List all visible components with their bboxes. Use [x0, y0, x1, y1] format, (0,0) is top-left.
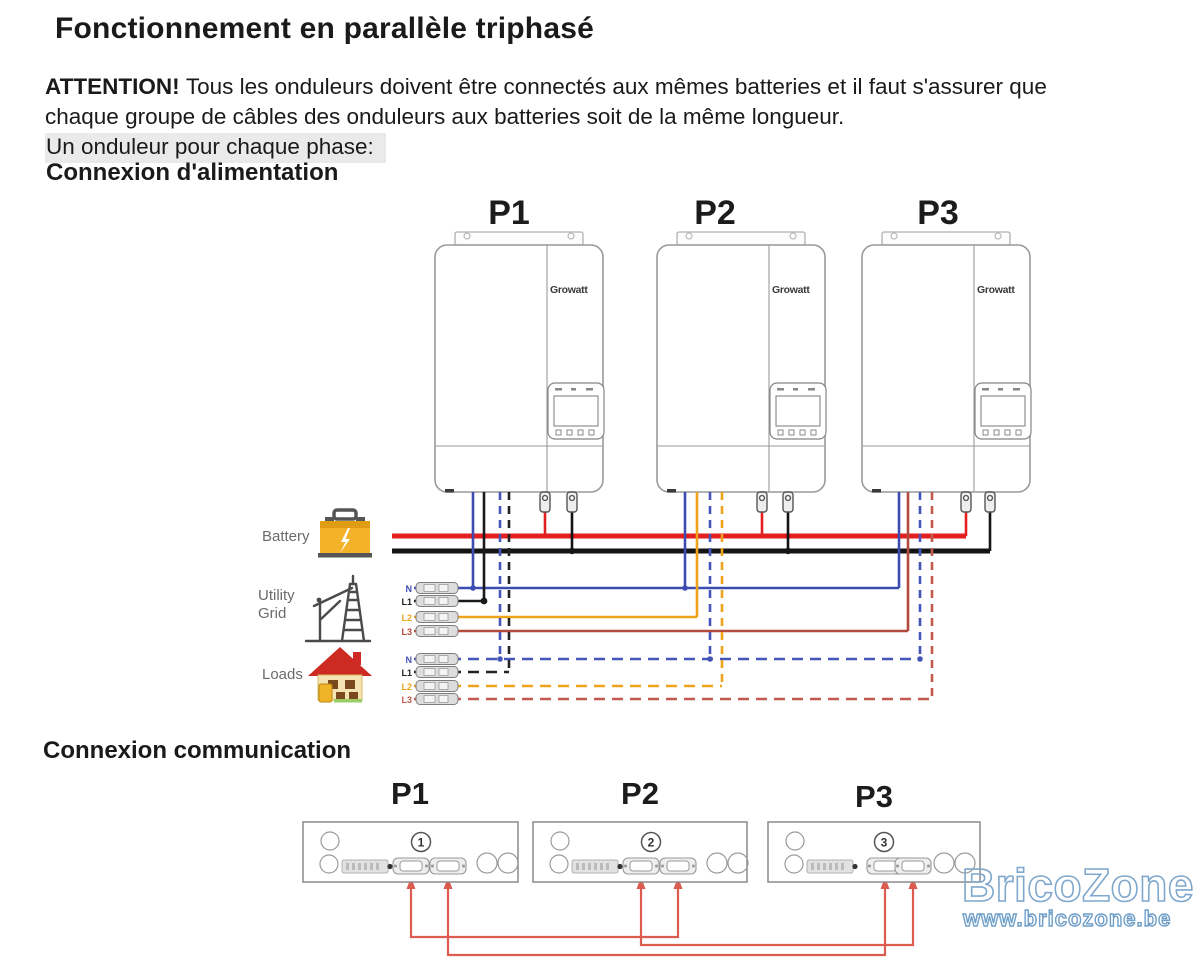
power-section-heading: Connexion d'alimentation	[46, 159, 339, 186]
inverter-unit-p3: Growatt	[861, 231, 1032, 493]
battery-cables	[539, 491, 996, 551]
comm-cable-arrows	[406, 877, 918, 889]
load-l2-label: L2	[401, 682, 412, 692]
loads-house-icon	[308, 647, 372, 703]
load-l3-label: L3	[401, 695, 412, 705]
grid-l3-label: L3	[401, 627, 412, 637]
utility-grid-icon	[304, 574, 372, 643]
load-l1-label: L1	[401, 668, 412, 678]
port-number: 2	[648, 836, 655, 850]
utility-grid-label-line2: Grid	[258, 605, 286, 622]
db9-connector	[429, 857, 467, 875]
growatt-logo: Growatt	[977, 284, 1015, 296]
growatt-logo: Growatt	[772, 284, 810, 296]
battery-label: Battery	[262, 528, 310, 545]
power-inverter-1-title: P1	[488, 194, 530, 232]
lcd-panel	[547, 382, 605, 440]
grid-n-label: N	[406, 584, 413, 594]
page-title: Fonctionnement en parallèle triphasé	[55, 12, 594, 45]
inverter-unit-p2: Growatt	[656, 231, 827, 493]
db9-connector	[392, 857, 430, 875]
comm-cable-p2-p3	[639, 880, 915, 947]
warning-paragraph-line1: ATTENTION! Tous les onduleurs doivent êt…	[45, 74, 1047, 100]
load-wires	[414, 492, 934, 701]
comm-section-heading: Connexion communication	[43, 737, 352, 764]
watermark: BricoZone www.bricozone.be	[961, 858, 1194, 932]
warning-paragraph-line2: chaque groupe de câbles des onduleurs au…	[45, 104, 845, 129]
wire-labels: N L1 L2 L3 N L1 L2 L3	[401, 584, 412, 705]
port-number: 1	[418, 836, 425, 850]
lcd-panel	[974, 382, 1032, 440]
comm-panel-p1: 1	[302, 821, 519, 883]
comm-cables	[409, 880, 915, 957]
grid-wires	[414, 492, 910, 633]
comm-unit-2-title: P2	[621, 776, 659, 811]
highlighted-note: Un onduleur pour chaque phase:	[45, 133, 386, 163]
comm-panel-p3: 3	[767, 821, 981, 883]
db9-connector	[622, 857, 660, 875]
power-inverter-3-title: P3	[917, 194, 959, 232]
grid-l2-wire	[414, 492, 699, 619]
comm-cable-p1-p2	[409, 880, 680, 939]
port-number: 3	[881, 836, 888, 850]
watermark-url: www.bricozone.be	[962, 906, 1171, 931]
db9-connector	[894, 857, 932, 875]
battery-icon	[318, 508, 372, 558]
db9-connector	[659, 857, 697, 875]
grid-neutral-wire	[414, 492, 901, 590]
inverter-unit-p1: Growatt	[434, 231, 605, 493]
comm-diagram: P1 P2 P3 1	[302, 776, 981, 957]
warning-label: ATTENTION!	[45, 74, 180, 99]
comm-unit-3-title: P3	[855, 779, 893, 814]
junction-dots	[470, 547, 923, 662]
cable-lugs	[539, 491, 996, 513]
power-diagram: P1 P2 P3 Growatt	[258, 194, 1032, 705]
comm-panel-p2: 2	[532, 821, 749, 883]
comm-unit-1-title: P1	[391, 776, 429, 811]
load-n-label: N	[406, 655, 413, 665]
utility-grid-label-line1: Utility	[258, 587, 295, 604]
loads-label: Loads	[262, 666, 303, 683]
grid-l3-wire	[414, 492, 910, 633]
grid-l1-label: L1	[401, 597, 412, 607]
warning-text-line1: Tous les onduleurs doivent être connecté…	[185, 74, 1047, 99]
power-inverter-2-title: P2	[694, 194, 736, 232]
watermark-brand: BricoZone	[962, 859, 1194, 911]
lcd-panel	[769, 382, 827, 440]
growatt-logo: Growatt	[550, 284, 588, 296]
grid-l2-label: L2	[401, 613, 412, 623]
comm-cable-p1-p3	[446, 880, 887, 957]
breakers	[415, 582, 459, 705]
